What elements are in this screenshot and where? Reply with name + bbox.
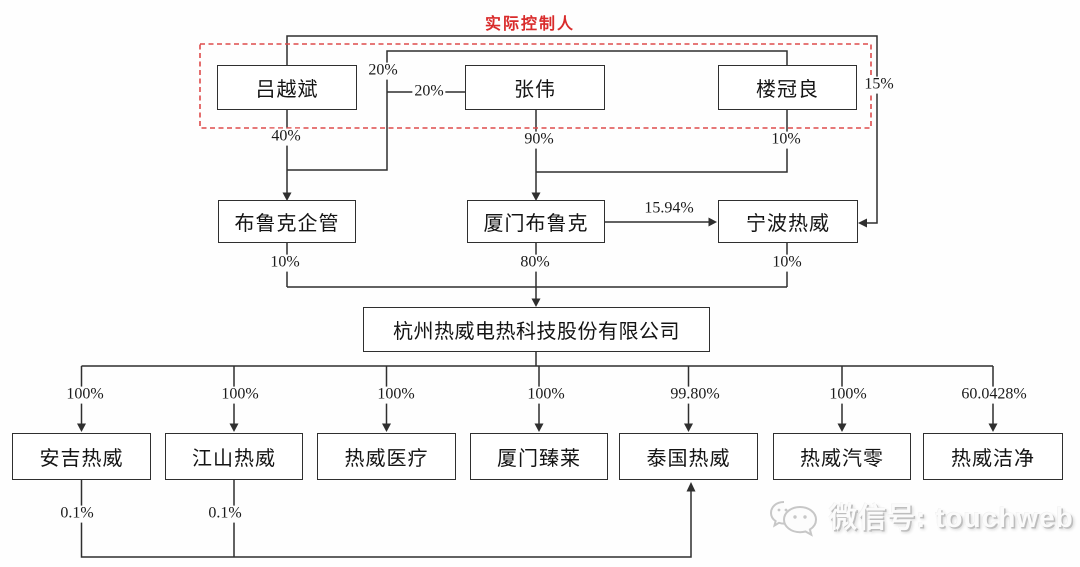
node-xiamen-zhenlai: 厦门臻莱 — [470, 433, 608, 480]
node-bruke-qiguan: 布鲁克企管 — [218, 200, 356, 243]
line-lou-to-bruke — [287, 50, 788, 171]
edge-label-zhang-bruke: 20% — [412, 82, 446, 101]
line-lou-down — [536, 110, 788, 173]
edge-label-main-zhenlai: 100% — [525, 385, 567, 404]
edge-label-lv-bruke: 40% — [269, 127, 303, 146]
node-rewei-qiling: 热威汽零 — [773, 433, 911, 480]
node-rewei-jiejing: 热威洁净 — [923, 433, 1063, 480]
edge-label-main-taiguo: 99.80% — [668, 385, 722, 404]
node-ningbo-rewei: 宁波热威 — [718, 200, 858, 243]
edge-label-main-jiejing: 60.0428% — [959, 385, 1029, 404]
node-xiamen-bruke: 厦门布鲁克 — [467, 200, 605, 243]
controller-group-dashed-border — [199, 43, 872, 129]
edge-label-main-yiliao: 100% — [375, 385, 417, 404]
node-lvyuebin: 吕越斌 — [217, 65, 357, 110]
edge-label-anji-taiguo: 0.1% — [58, 504, 96, 523]
edge-label-xiamen-ningbo: 15.94% — [642, 199, 696, 218]
watermark-text: 微信号: touchweb — [829, 502, 1074, 533]
node-louguanliang: 楼冠良 — [718, 65, 857, 110]
edge-label-ningbo-main: 10% — [770, 253, 804, 272]
line-01pct-loop — [80, 480, 692, 558]
node-rewei-yiliao: 热威医疗 — [317, 433, 456, 480]
edge-label-main-qiling: 100% — [827, 385, 869, 404]
node-taiguo-rewei: 泰国热威 — [619, 433, 758, 480]
watermark: 微信号: touchweb — [770, 494, 1074, 538]
node-main-company: 杭州热威电热科技股份有限公司 — [363, 307, 710, 352]
wechat-icon — [770, 501, 818, 537]
edge-label-xiamen-main: 80% — [518, 253, 552, 272]
edge-label-lou-bruke: 20% — [366, 61, 400, 80]
edge-label-main-anji: 100% — [64, 385, 106, 404]
node-zhangwei: 张伟 — [465, 65, 605, 110]
arrowheads — [77, 192, 998, 492]
edge-label-zhang-xiamen: 90% — [522, 130, 556, 149]
node-anji-rewei: 安吉热威 — [12, 433, 151, 480]
line-lv-to-ningbo — [286, 35, 878, 224]
edge-label-main-jiangshan: 100% — [219, 385, 261, 404]
edge-label-jiangshan-taiguo: 0.1% — [206, 504, 244, 523]
node-jiangshan-rewei: 江山热威 — [165, 433, 303, 480]
controller-caption: 实际控制人 — [482, 10, 578, 34]
edge-label-bruke-main: 10% — [268, 253, 302, 272]
edge-label-lv-ningbo: 15% — [862, 75, 896, 94]
edge-label-lou-xiamen: 10% — [769, 130, 803, 149]
